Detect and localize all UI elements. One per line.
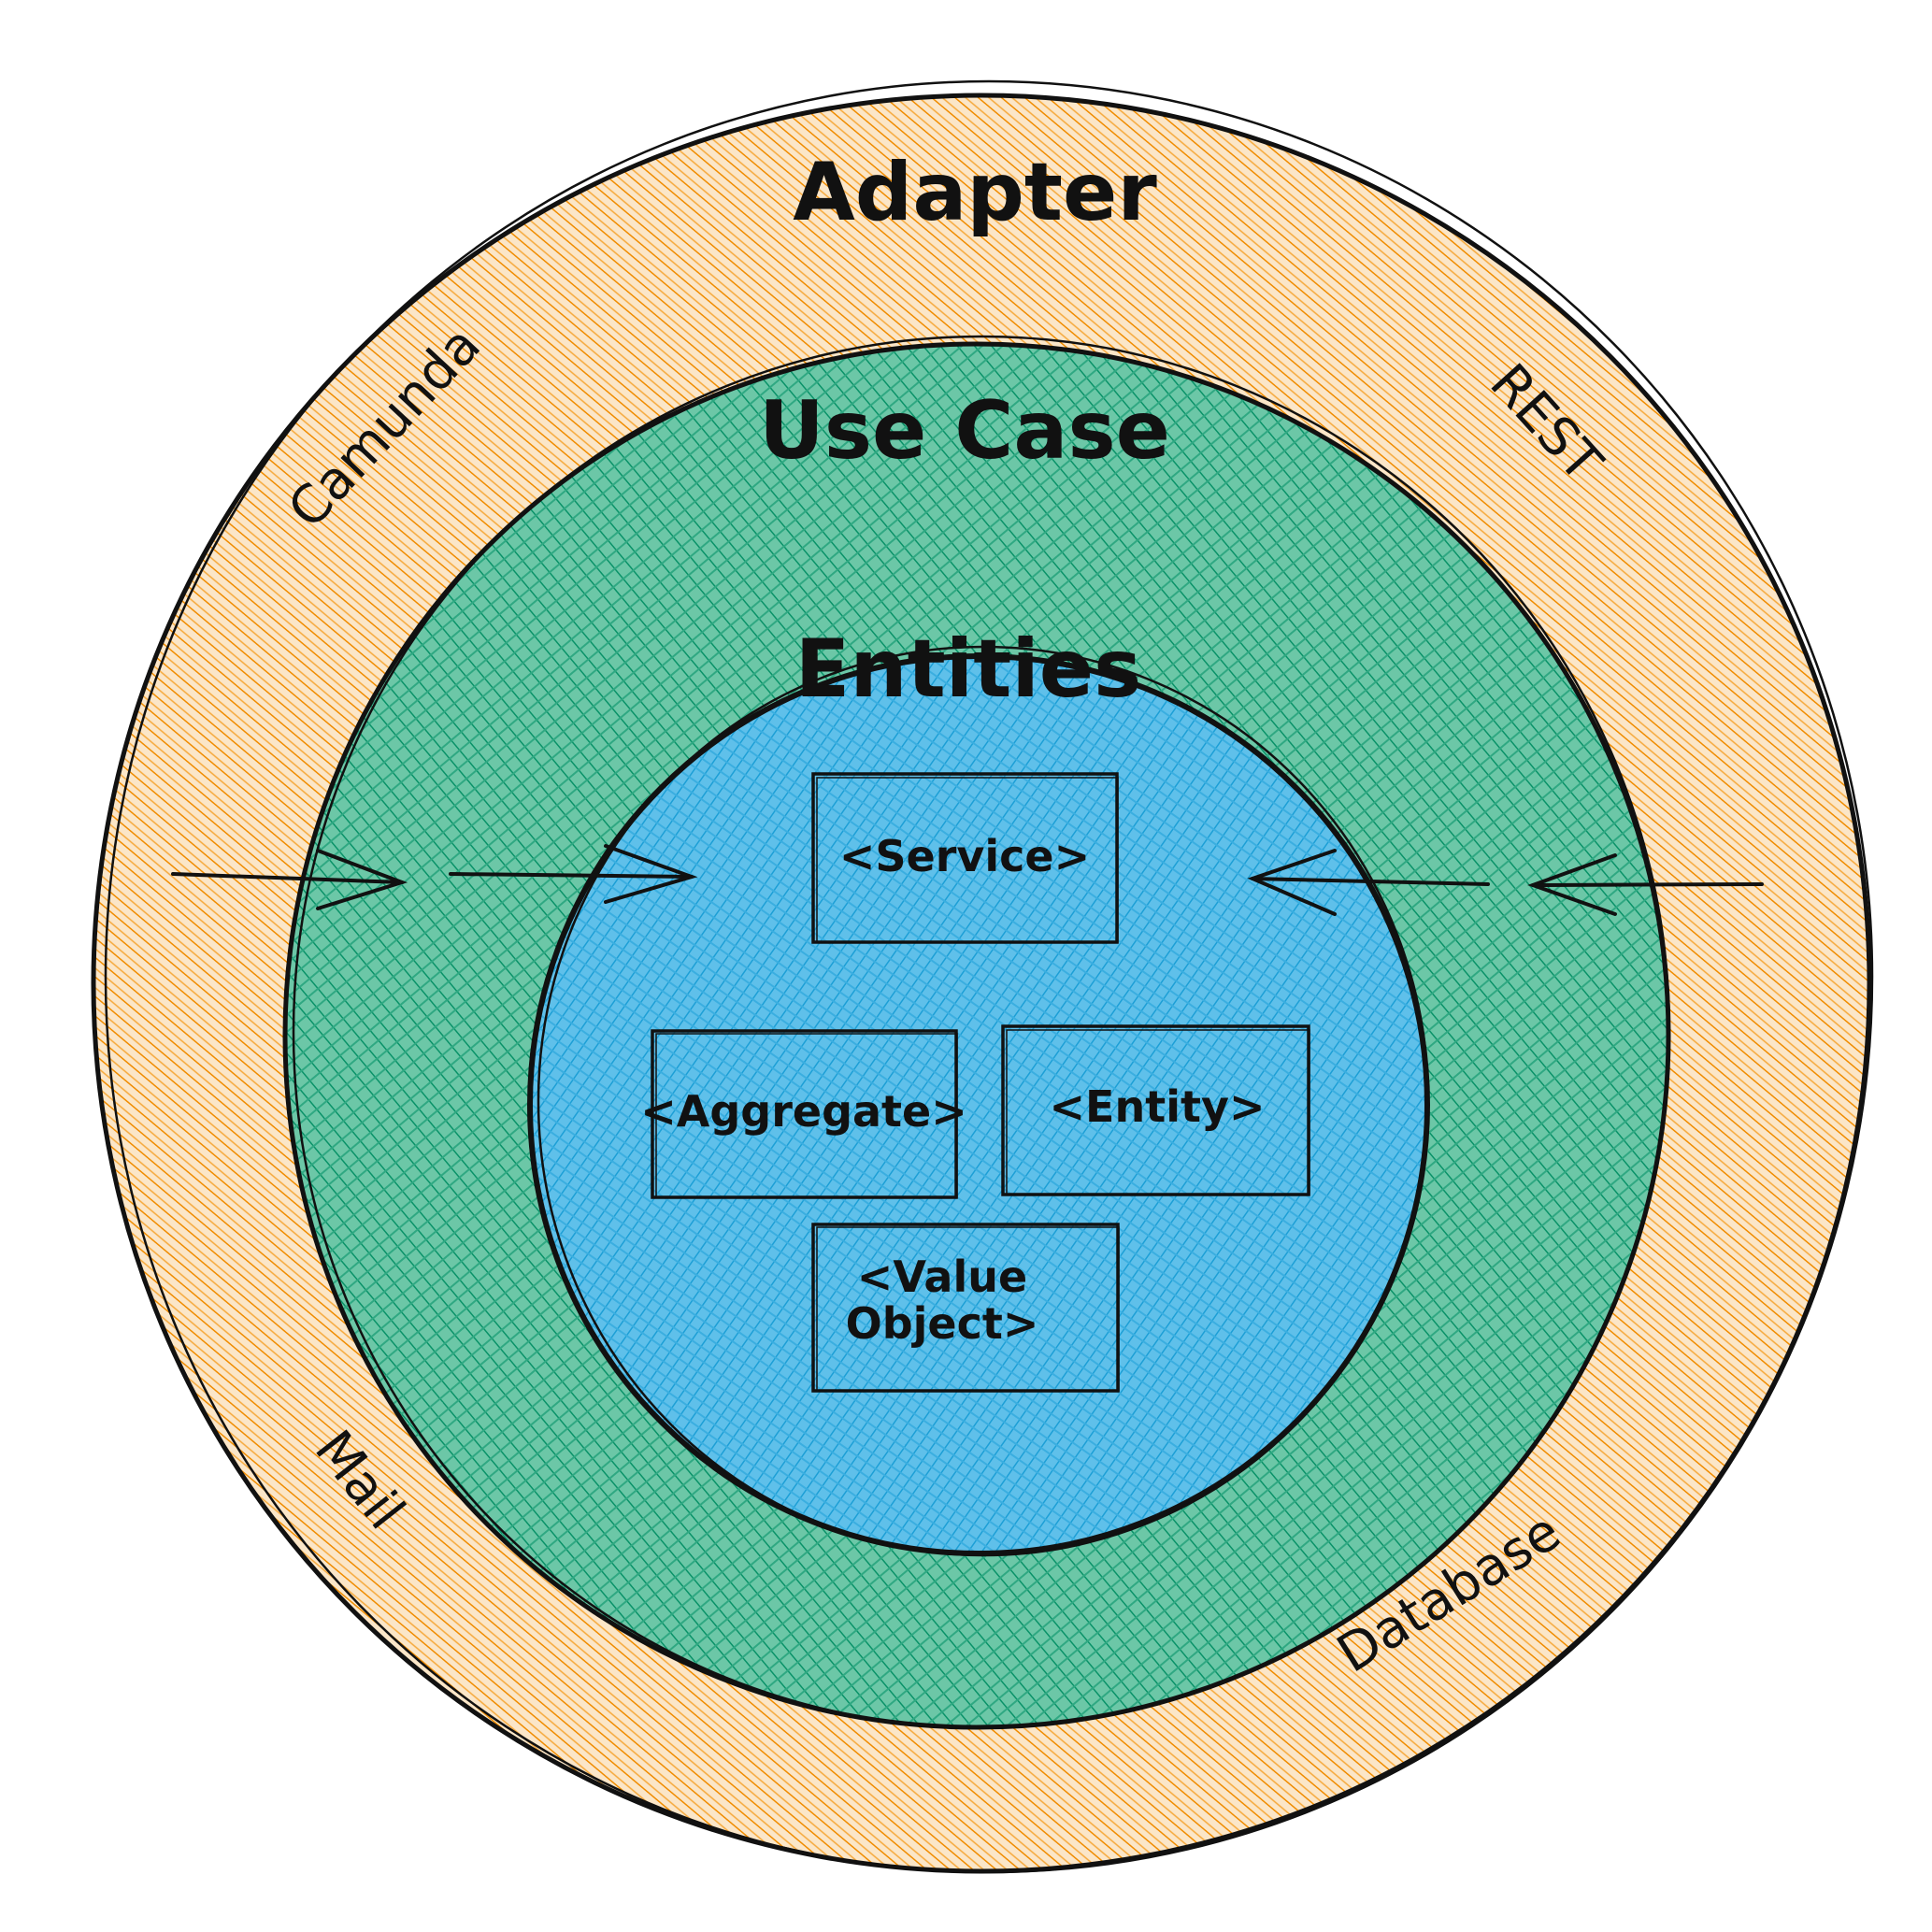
adapter-circle-sketch-stroke (104, 79, 1874, 1874)
entities-circle-sketch-stroke (537, 645, 1430, 1557)
entities-layer (527, 645, 1430, 1557)
adapter-title: Adapter (793, 146, 1157, 239)
right-outer-arrow (1527, 853, 1764, 916)
service-box-label: <Service> (839, 831, 1090, 881)
aggregate-box: <Aggregate> (640, 1029, 967, 1199)
left-inner-arrow (449, 844, 698, 904)
use-case-circle-sketch-stroke (292, 335, 1671, 1729)
use-case-title: Use Case (759, 384, 1170, 478)
entity-box-label: <Entity> (1050, 1081, 1266, 1132)
entities-title: Entities (795, 623, 1142, 716)
aggregate-box-label: <Aggregate> (640, 1086, 967, 1137)
service-box: <Service> (811, 772, 1119, 944)
entity-box: <Entity> (1001, 1024, 1310, 1196)
left-outer-arrow (171, 849, 408, 910)
right-inner-arrow (1247, 849, 1490, 916)
value-object-box-label-line2: Object> (846, 1298, 1039, 1349)
value-object-box: <Value Object> (811, 1223, 1120, 1393)
value-object-box-label-line1: <Value (857, 1252, 1027, 1302)
